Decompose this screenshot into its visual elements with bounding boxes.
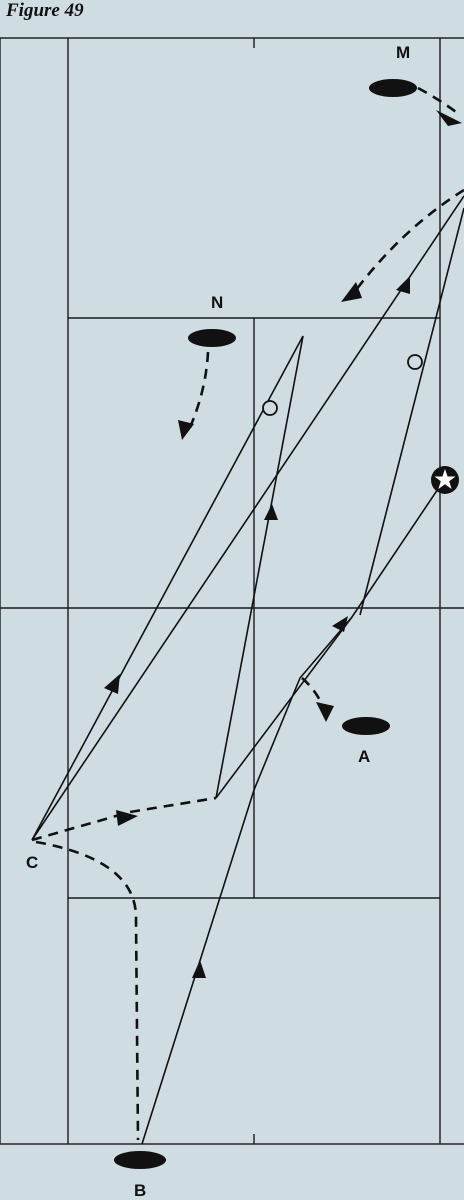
arrow-m-shot (396, 276, 410, 294)
star-target-icon (431, 466, 459, 494)
arrow-m (436, 110, 462, 126)
label-b: B (134, 1181, 146, 1200)
arrow-n (178, 420, 194, 440)
label-c: C (26, 853, 38, 872)
shot-m-to-c-2 (359, 207, 464, 616)
court-lines (0, 37, 464, 1145)
figure-title: Figure 49 (6, 0, 84, 21)
arrow-m-return (341, 282, 362, 302)
b-movement (35, 840, 140, 1141)
player-b (114, 1151, 166, 1169)
shot-paths (31, 195, 464, 1145)
arrow-c (116, 810, 138, 826)
arrow-a-shot (332, 616, 348, 632)
shot-c-to-n (31, 335, 304, 841)
player-m (369, 79, 417, 97)
m-return-movement (348, 188, 464, 299)
m-movement (417, 86, 457, 114)
movement-paths (31, 86, 464, 1141)
arrow-c-shot (104, 674, 120, 694)
label-a: A (358, 747, 370, 766)
arrow-n-shot (264, 504, 278, 520)
c-movement (31, 796, 217, 842)
player-a (342, 717, 390, 735)
shot-n-to-drop (215, 335, 304, 799)
label-n: N (211, 293, 223, 312)
shot-drop-to-a (215, 616, 353, 799)
arrowheads (104, 110, 462, 978)
contact-ring-1 (262, 400, 278, 416)
player-n (188, 329, 236, 347)
arrow-a (316, 702, 334, 722)
court-outline (0, 37, 464, 1145)
shot-b-to-star (141, 479, 445, 1145)
label-m: M (396, 43, 410, 62)
arrow-b-shot (192, 960, 206, 978)
contact-ring-2 (407, 354, 423, 370)
shot-c-to-m-1 (31, 195, 464, 841)
n-movement (186, 351, 210, 433)
